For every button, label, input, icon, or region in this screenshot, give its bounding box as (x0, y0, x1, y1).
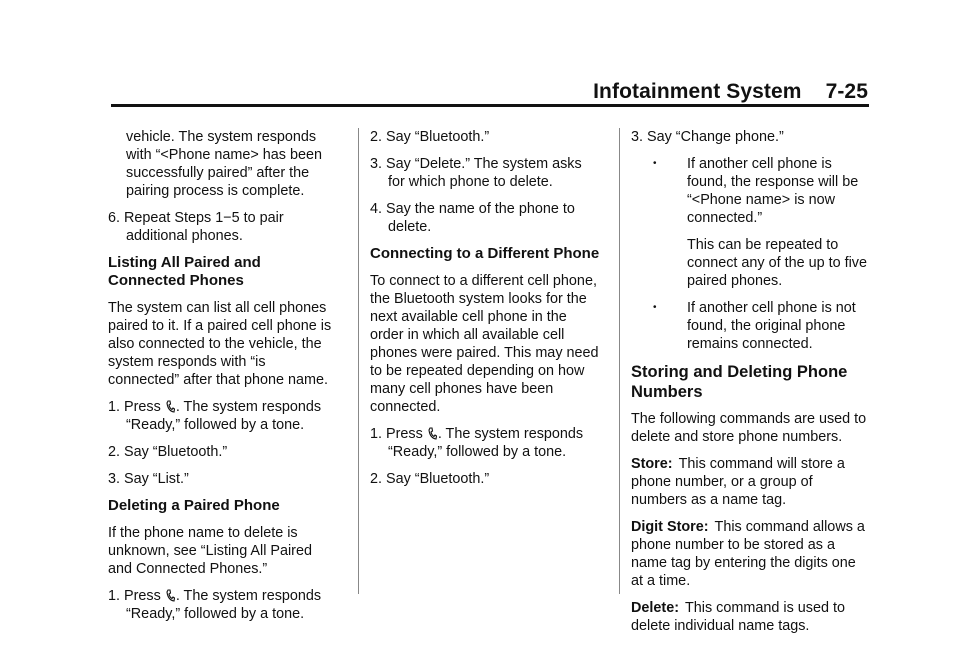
push-to-talk-icon (166, 589, 175, 602)
page-number: 7-25 (825, 80, 868, 103)
header-rule (111, 104, 869, 107)
step-item: 3. Say “Delete.” The system asks for whi… (370, 156, 582, 190)
step-item: 3. Say “Change phone.” (631, 129, 784, 145)
column-divider (358, 128, 359, 594)
paragraph: The following commands are used to delet… (631, 411, 867, 445)
column-3: 3. Say “Change phone.” •If another cell … (631, 128, 871, 644)
column-2: 2. Say “Bluetooth.” 3. Say “Delete.” The… (370, 128, 600, 497)
step-item: 2. Say “Bluetooth.” (370, 129, 490, 145)
section-heading-storing: Storing and Deleting Phone Numbers (631, 363, 848, 401)
subheading-listing: Listing All Paired and Connected Phones (108, 254, 261, 289)
command-store: Store:This command will store a phone nu… (631, 456, 845, 508)
paragraph: To connect to a different cell phone, th… (370, 273, 599, 415)
step-item: 2. Say “Bluetooth.” (370, 471, 490, 487)
page-header: Infotainment System 7-25 (593, 80, 868, 104)
bullet-dot-icon: • (653, 158, 657, 169)
command-delete: Delete:This command is used to delete in… (631, 600, 845, 634)
bullet-note: This can be repeated to connect any of t… (687, 237, 868, 289)
step-item: 3. Say “List.” (108, 471, 189, 487)
paragraph: If the phone name to delete is unknown, … (108, 525, 312, 577)
step-item: 2. Say “Bluetooth.” (108, 444, 228, 460)
step-item: 4. Say the name of the phone to delete. (370, 201, 575, 235)
column-1: vehicle. The system responds with “<Phon… (108, 128, 338, 632)
command-digit-store: Digit Store:This command allows a phone … (631, 519, 865, 589)
bullet-item: •If another cell phone is not found, the… (653, 300, 856, 352)
subheading-deleting: Deleting a Paired Phone (108, 497, 280, 514)
column-divider (619, 128, 620, 594)
step-item: 1. Press . The system responds “Ready,” … (370, 426, 584, 460)
step-item: 6. Repeat Steps 1−5 to pair additional p… (108, 210, 284, 244)
step-item: 1. Press . The system responds “Ready,” … (108, 399, 322, 433)
paragraph: The system can list all cell phones pair… (108, 300, 332, 388)
subheading-connecting: Connecting to a Different Phone (370, 245, 600, 262)
push-to-talk-icon (428, 427, 437, 440)
step-item: 1. Press . The system responds “Ready,” … (108, 588, 322, 622)
section-title: Infotainment System (593, 80, 802, 103)
paragraph: vehicle. The system responds with “<Phon… (126, 129, 323, 199)
bullet-dot-icon: • (653, 302, 657, 313)
push-to-talk-icon (166, 400, 175, 413)
bullet-item: •If another cell phone is found, the res… (653, 156, 859, 226)
